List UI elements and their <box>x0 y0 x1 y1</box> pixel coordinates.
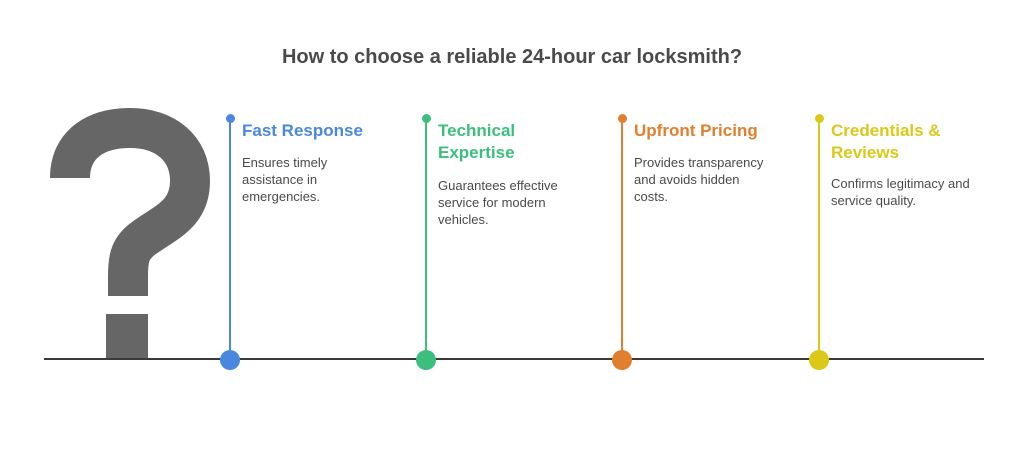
step-marker-top-2 <box>421 114 431 123</box>
timeline-baseline <box>44 358 984 360</box>
step-stem-3 <box>621 118 623 359</box>
step-marker-top-1 <box>225 114 235 123</box>
step-description-technical-expertise: Guarantees effective service for modern … <box>438 178 558 227</box>
step-stem-2 <box>425 118 427 359</box>
step-marker-4 <box>809 350 829 370</box>
step-title-technical-expertise: Technical Expertise <box>438 121 516 162</box>
step-marker-1 <box>220 350 240 370</box>
step-description-credentials-reviews: Confirms legitimacy and service quality. <box>831 176 970 208</box>
step-description-fast-response: Ensures timely assistance in emergencies… <box>242 155 328 204</box>
step-marker-top-4 <box>814 114 824 123</box>
step-description-upfront-pricing: Provides transparency and avoids hidden … <box>634 155 764 204</box>
step-stem-4 <box>818 118 820 359</box>
step-marker-3 <box>612 350 632 370</box>
step-title-credentials-reviews: Credentials & Reviews <box>831 121 941 162</box>
step-title-upfront-pricing: Upfront Pricing <box>634 121 758 140</box>
step-title-fast-response: Fast Response <box>242 121 363 140</box>
step-marker-2 <box>416 350 436 370</box>
step-stem-1 <box>229 118 231 359</box>
page-title: How to choose a reliable 24-hour car loc… <box>281 46 743 68</box>
step-marker-top-3 <box>617 114 627 123</box>
question-mark-icon <box>50 108 210 358</box>
